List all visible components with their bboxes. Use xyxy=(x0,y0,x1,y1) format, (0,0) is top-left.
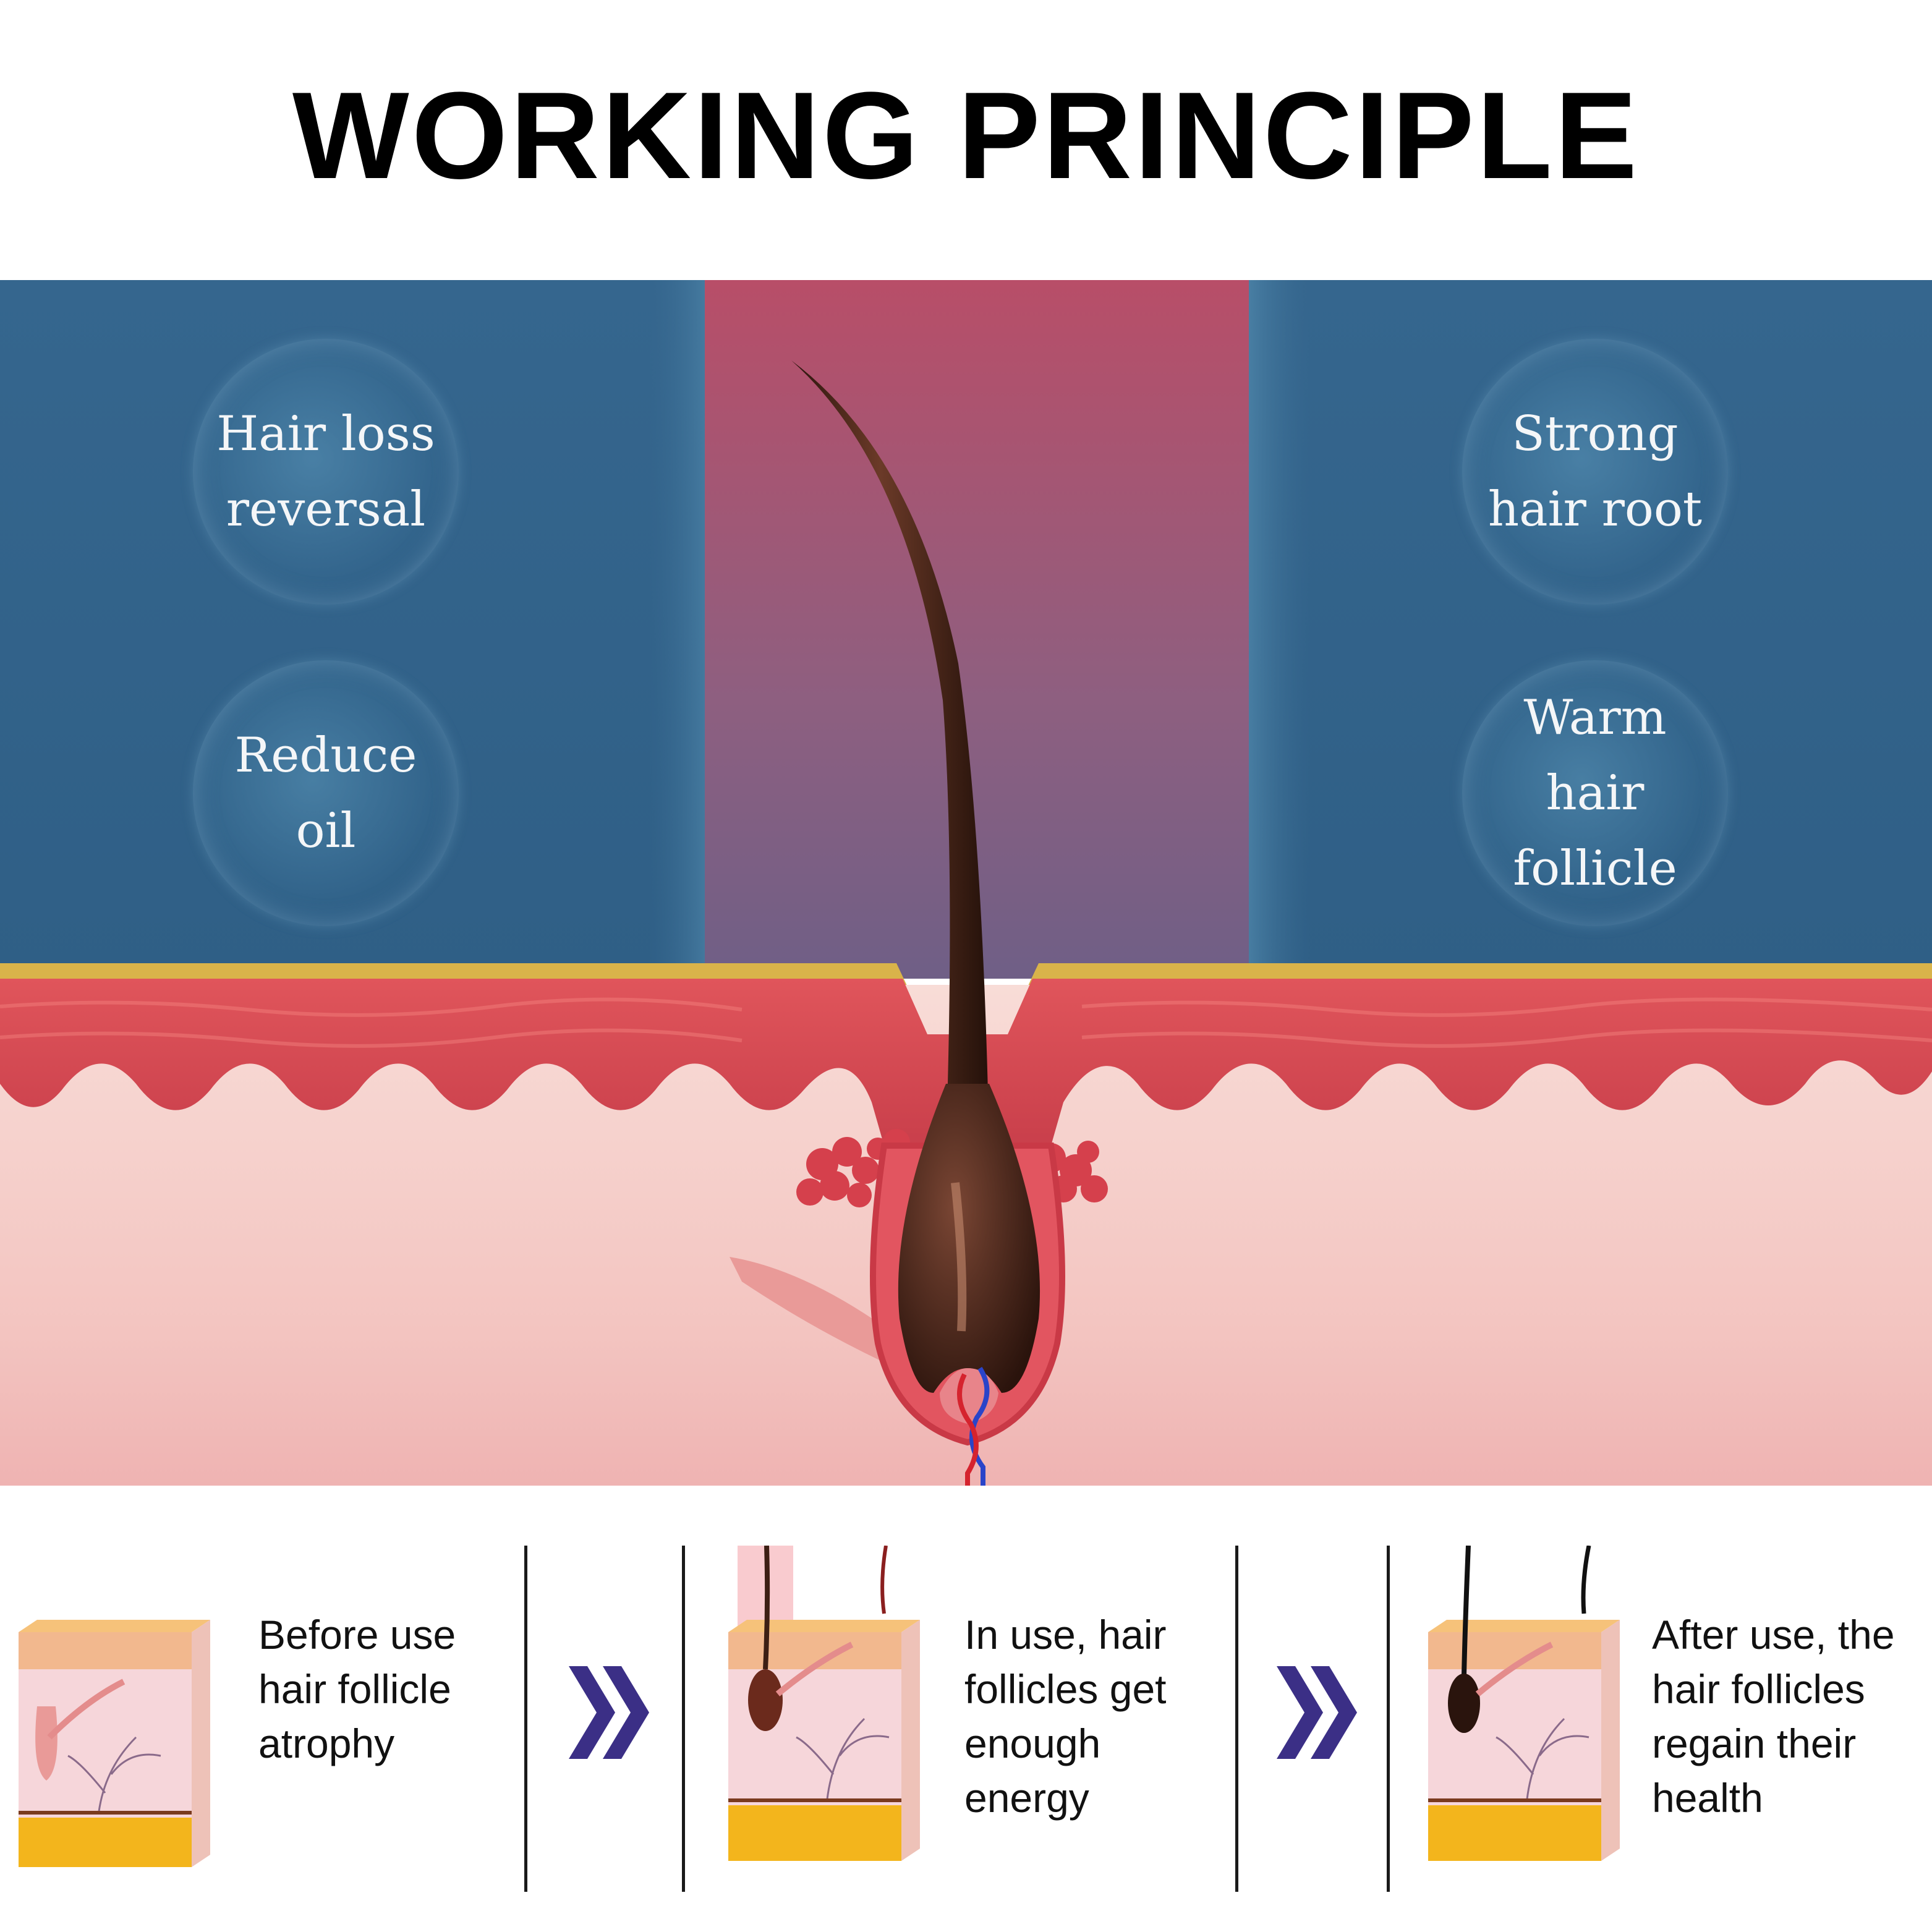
divider-1 xyxy=(524,1546,527,1892)
divider-4 xyxy=(1387,1546,1390,1892)
benefit-label: Hair loss reversal xyxy=(216,406,435,537)
skin-cube-after xyxy=(1428,1546,1620,1861)
page-title: WORKING PRINCIPLE xyxy=(292,67,1640,205)
double-chevron-icon xyxy=(569,1666,649,1759)
arrector-muscle xyxy=(730,1257,896,1368)
benefit-label: Reduce oil xyxy=(234,728,417,859)
hair-bulb xyxy=(898,1084,1040,1393)
step-in-use-text: In use, hair follicles get enough energy xyxy=(964,1612,1167,1821)
divider-2 xyxy=(682,1546,685,1892)
hair-shaft xyxy=(791,360,989,1146)
artery xyxy=(957,1373,979,1486)
benefit-bubble-strong-root: Strong hair root xyxy=(1462,339,1728,605)
step-after-text: After use, the hair follicles regain the… xyxy=(1652,1612,1895,1821)
benefit-bubble-reduce-oil: Reduce oil xyxy=(193,660,459,926)
hair-follicle-scene: Hair loss reversal Strong hair root Redu… xyxy=(0,280,1932,1486)
benefit-bubble-warm-follicle: Warm hair follicle xyxy=(1462,660,1728,926)
benefit-label: Warm hair follicle xyxy=(1513,690,1677,896)
step-before-text: Before use hair follicle atrophy xyxy=(258,1612,456,1766)
benefit-label: Strong hair root xyxy=(1487,406,1703,537)
usage-steps: Before use hair follicle atrophy In use,… xyxy=(0,1546,1932,1892)
skin-cube-in-use xyxy=(728,1546,920,1861)
divider-3 xyxy=(1235,1546,1238,1892)
skin-cube-before xyxy=(19,1620,210,1867)
benefit-bubble-hair-loss: Hair loss reversal xyxy=(193,339,459,605)
double-chevron-icon xyxy=(1277,1666,1357,1759)
